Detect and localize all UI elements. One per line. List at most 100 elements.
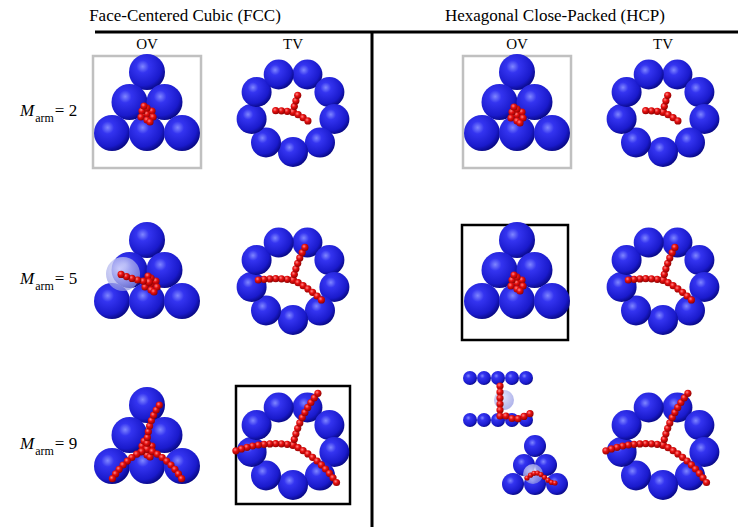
lattice-sphere <box>278 470 308 500</box>
lattice-sphere <box>464 283 500 319</box>
lattice-sphere <box>607 104 637 134</box>
row-label-symbol: M <box>20 435 34 452</box>
lattice-sphere <box>147 84 183 120</box>
polymer-bead <box>301 244 308 251</box>
lattice-sphere <box>634 393 664 423</box>
lattice-sphere <box>112 417 148 453</box>
polymer-bead <box>526 410 533 417</box>
lattice-sphere <box>129 387 165 423</box>
row-label-symbol: M <box>20 270 34 287</box>
lattice-sphere <box>648 305 678 335</box>
polymer-bead <box>602 447 609 454</box>
lattice-sphere <box>684 245 714 275</box>
lattice-sphere <box>129 283 165 319</box>
polymer-bead <box>510 103 517 110</box>
row-label-symbol: M <box>20 102 34 119</box>
lattice-sphere <box>499 283 535 319</box>
lattice-sphere <box>129 54 165 90</box>
polymer-bead <box>178 475 185 482</box>
lattice-sphere <box>278 137 308 167</box>
polymer-bead <box>156 402 163 409</box>
polymer-bead <box>684 390 691 397</box>
column-divider <box>371 32 374 527</box>
lattice-sphere <box>264 393 294 423</box>
polymer-bead <box>671 244 678 251</box>
row-label-value: = 9 <box>55 435 77 452</box>
lattice-sphere <box>477 413 491 427</box>
translucent-sphere <box>106 257 140 291</box>
row-label-value: = 5 <box>55 270 77 287</box>
polymer-bead <box>510 271 517 278</box>
lattice-sphere <box>314 77 344 107</box>
lattice-sphere <box>684 410 714 440</box>
lattice-sphere <box>237 104 267 134</box>
lattice-sphere <box>164 448 200 484</box>
lattice-sphere <box>499 115 535 151</box>
black-frame <box>236 386 350 504</box>
lattice-sphere <box>305 128 335 158</box>
lattice-sphere <box>535 454 557 476</box>
lattice-sphere <box>278 305 308 335</box>
lattice-sphere <box>464 115 500 151</box>
polymer-bead <box>642 107 649 114</box>
polymer-bead <box>232 447 239 454</box>
polymer-bead <box>272 107 279 114</box>
subcolumn-header: TV <box>653 37 673 52</box>
lattice-sphere <box>546 473 568 495</box>
lattice-sphere <box>648 470 678 500</box>
polymer-bead <box>625 276 632 283</box>
lattice-sphere <box>264 228 294 258</box>
lattice-sphere <box>264 60 294 90</box>
polymer-bead <box>674 117 681 124</box>
polymer-bead <box>333 479 340 486</box>
subcolumn-header: OV <box>506 37 528 52</box>
column-header: Hexagonal Close-Packed (HCP) <box>445 7 665 24</box>
lattice-sphere <box>499 222 535 258</box>
lattice-sphere <box>94 448 130 484</box>
lattice-sphere <box>499 54 535 90</box>
polymer-bead <box>255 276 262 283</box>
polymer-bead <box>664 92 671 99</box>
polymer-bead <box>318 296 325 303</box>
lattice-sphere <box>519 371 533 385</box>
column-header: Face-Centered Cubic (FCC) <box>89 7 281 24</box>
polymer-bead <box>552 480 557 485</box>
lattice-sphere <box>477 371 491 385</box>
lattice-sphere <box>502 473 524 495</box>
lattice-sphere <box>491 371 505 385</box>
lattice-sphere <box>129 115 165 151</box>
row-label-subscript: arm <box>35 112 54 124</box>
lattice-sphere <box>534 115 570 151</box>
polymer-bead <box>146 118 153 125</box>
polymer-bead <box>150 288 157 295</box>
polymer-bead <box>109 475 116 482</box>
lattice-sphere <box>505 371 519 385</box>
lattice-sphere <box>94 115 130 151</box>
row-label-subscript: arm <box>35 445 54 457</box>
lattice-sphere <box>314 245 344 275</box>
polymer-bead <box>140 102 147 109</box>
lattice-sphere <box>634 228 664 258</box>
subcolumn-header: OV <box>136 37 158 52</box>
lattice-sphere <box>534 283 570 319</box>
lattice-sphere <box>305 296 335 326</box>
lattice-sphere <box>524 435 546 457</box>
polymer-bead <box>688 296 695 303</box>
lattice-sphere <box>164 283 200 319</box>
polymer-bead <box>118 271 125 278</box>
lattice-sphere <box>112 84 148 120</box>
lattice-sphere <box>147 417 183 453</box>
lattice-sphere <box>463 413 477 427</box>
lattice-sphere <box>684 77 714 107</box>
translucent-sphere <box>523 464 543 484</box>
polymer-bead <box>304 117 311 124</box>
lattice-sphere <box>129 448 165 484</box>
lattice-sphere <box>675 296 705 326</box>
lattice-sphere <box>634 60 664 90</box>
lattice-sphere <box>648 137 678 167</box>
header-rule <box>95 31 738 34</box>
lattice-sphere <box>314 410 344 440</box>
polymer-bead <box>703 479 710 486</box>
